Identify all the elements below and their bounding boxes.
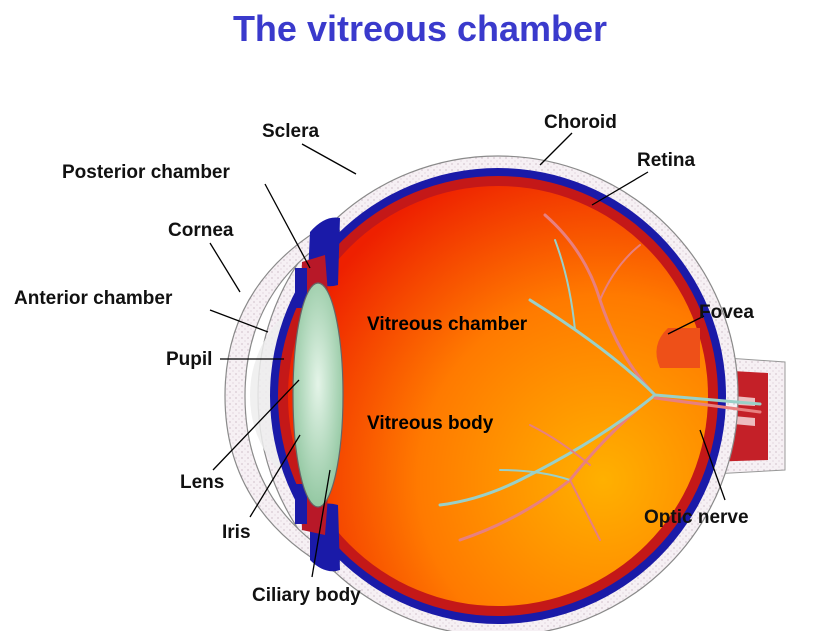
label-iris: Iris xyxy=(222,522,251,543)
label-optic-nerve: Optic nerve xyxy=(644,507,749,528)
label-ciliary-body: Ciliary body xyxy=(252,585,361,606)
label-choroid: Choroid xyxy=(544,112,617,133)
label-vitreous-body: Vitreous body xyxy=(367,413,494,434)
label-fovea: Fovea xyxy=(699,302,754,323)
vitreous-body-shape xyxy=(288,186,708,606)
lens-shape xyxy=(292,282,344,508)
label-pupil: Pupil xyxy=(166,349,212,370)
page-title: The vitreous chamber xyxy=(232,8,608,49)
label-anterior-chamber: Anterior chamber xyxy=(14,288,173,309)
fovea-shape xyxy=(656,328,700,368)
label-retina: Retina xyxy=(637,150,696,171)
label-vitreous-chamber: Vitreous chamber xyxy=(367,314,528,335)
label-posterior-chamber: Posterior chamber xyxy=(62,162,230,183)
label-sclera: Sclera xyxy=(262,121,319,142)
cornea-shape xyxy=(224,219,341,573)
label-lens: Lens xyxy=(180,472,224,493)
leader-lines xyxy=(209,132,726,578)
retinal-vessels xyxy=(438,213,762,542)
iris-shape xyxy=(295,268,307,524)
label-cornea: Cornea xyxy=(168,220,234,241)
